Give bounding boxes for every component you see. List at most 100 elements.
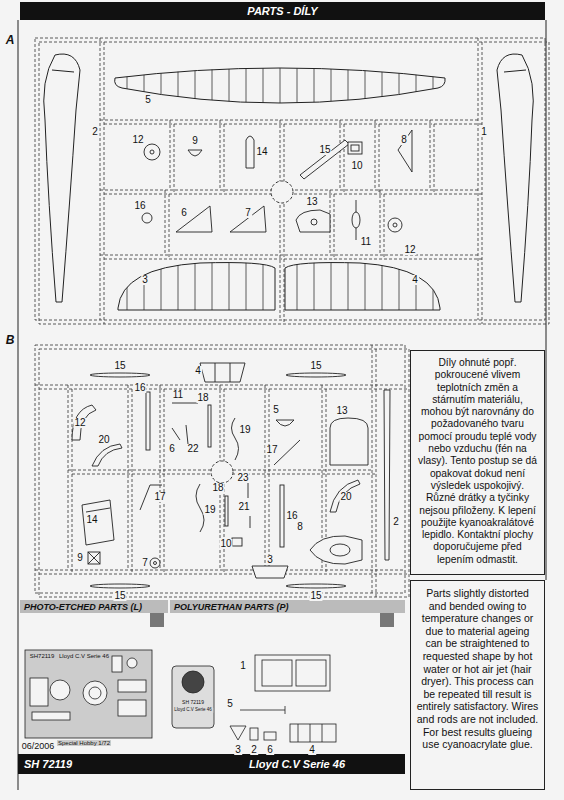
drawing-stroke [144,144,160,160]
drawing-stroke [39,42,549,324]
drawing-stroke [35,38,549,597]
drawing-stroke [330,544,350,556]
drawing-stroke [280,485,284,547]
callout-number: 1 [239,661,247,671]
callout-number: 23 [236,473,249,483]
drawing-stroke [44,54,80,302]
callout-number: 4 [194,366,202,376]
drawing-stroke [150,558,160,568]
drawing-stroke [142,213,152,223]
drawing-stroke [208,405,211,447]
drawing-stroke [20,600,168,613]
drawing-stroke [298,724,299,742]
callout-number: 1 [480,127,488,137]
drawing-stroke [127,658,137,668]
callout-number: 11 [360,237,372,247]
fret-text: Lloyd C.V Serie 46 [173,708,213,713]
drawing-stroke [83,681,107,705]
drawing-stroke [232,418,239,460]
resin-panel: POLYURETHAN PARTS (P) [170,600,405,740]
drawing-stroke [246,136,254,168]
drawing-stroke [290,724,336,742]
drawing-stroke [285,263,440,310]
drawing-stroke [215,363,216,382]
drawing-stroke [154,562,157,565]
drawing-stroke [172,425,188,444]
drawing-stroke [380,613,394,627]
drawing-stroke [35,38,545,320]
drawing-stroke [330,418,368,465]
drawing-stroke [230,206,266,232]
drawing-stroke [497,54,533,302]
callout-number: 4 [308,745,316,755]
drawing-stroke [255,655,330,691]
callout-number: 2 [250,745,258,755]
drawing-stroke [504,70,526,72]
panel-heading: POLYURETHAN PARTS (P) [170,600,405,614]
drawing-stroke [142,130,412,240]
drawing-stroke [112,656,122,672]
callout-number: 7 [244,208,252,218]
drawing-stroke [188,150,202,156]
callout-number: 10 [219,539,232,549]
drawing-stroke [322,724,323,742]
callout-number: 5 [144,95,152,105]
drawing-stroke [393,223,397,227]
drawing-stroke [250,516,251,528]
callout-number: 4 [411,275,419,285]
callout-number: 20 [339,492,352,502]
sprue-letter: B [5,334,16,346]
callout-number: 12 [131,135,144,145]
fret-text: SH72119 [29,653,56,659]
drawing-stroke [230,726,246,740]
sprue-letter: A [5,34,16,46]
callout-number: 21 [237,502,250,512]
drawing-stroke [388,218,402,232]
callout-number: 6 [168,444,176,454]
drawing-stroke [330,480,360,512]
callout-number: 15 [318,145,331,155]
drawing-stroke [286,373,346,377]
callout-number: 6 [266,745,274,755]
drawing-stroke [35,345,405,593]
callout-number: 5 [226,699,234,709]
drawing-stroke [90,584,150,588]
drawing-stroke [200,363,245,382]
drawing-stroke [271,181,293,203]
footer-text: SH 72119 [24,758,72,770]
callout-number: 17 [153,492,166,502]
fret-text: Special Hobby 1/72 [57,740,111,746]
callout-number: 11 [172,390,184,400]
drawing-stroke [176,206,212,232]
callout-number: 15 [309,591,322,601]
date-text: 06/2006 [21,742,56,751]
drawing-stroke [310,536,362,564]
drawing-stroke [296,660,326,686]
callout-number: 9 [191,136,199,146]
drawing-stroke [146,392,150,450]
drawing-stroke [211,461,233,483]
drawing-stroke [262,660,292,686]
drawing-stroke [118,700,146,716]
drawing-stroke [252,566,288,578]
drawing-stroke [52,70,74,72]
drawing-stroke [92,444,122,466]
note-text: Díly ohnuté popř. pokroucené vlivem tepl… [416,357,539,566]
callout-number: 3 [234,745,242,755]
drawing-stroke [44,54,534,310]
drawing-stroke [384,390,390,560]
callout-number: 16 [133,201,146,211]
drawing-stroke [172,666,214,728]
title-bar: PARTS - DÍLY [20,2,545,20]
drawing-stroke [286,584,346,588]
callout-number: 20 [97,435,110,445]
drawing-stroke [311,219,317,225]
callout-number: 12 [403,245,416,255]
drawing-stroke [30,678,48,706]
callout-number: 14 [255,147,268,157]
drawing-stroke [296,210,330,232]
note-text: Parts slightly distorted and bended owin… [416,587,539,751]
drawing-stroke [240,710,285,711]
fret-text: SH 72119 [181,700,205,705]
drawing-stroke [115,68,445,103]
